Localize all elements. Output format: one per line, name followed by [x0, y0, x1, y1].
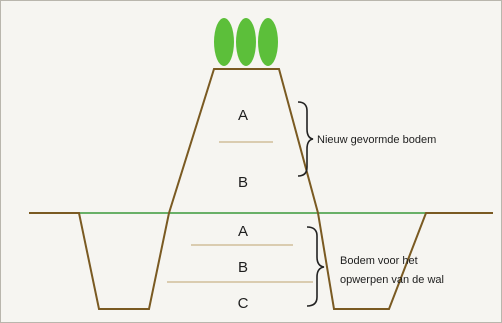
new-soil-layer-a: A: [238, 107, 248, 124]
original-soil-layer-b: B: [238, 259, 248, 276]
plant-leaf-icon: [258, 18, 278, 66]
plant-leaf-icon: [214, 18, 234, 66]
original-soil-annotation-line1: Bodem voor het: [340, 255, 418, 267]
original-soil-layer-c: C: [238, 295, 249, 312]
new-soil-bracket: [297, 101, 314, 177]
original-soil-layer-a: A: [238, 223, 248, 240]
new-soil-layer-b: B: [238, 174, 248, 191]
original-soil-bracket: [306, 226, 325, 307]
plant-leaf-icon: [236, 18, 256, 66]
new-soil-annotation: Nieuw gevormde bodem: [317, 134, 436, 146]
soil-profile-outline: [29, 68, 493, 310]
plants: [214, 18, 278, 66]
original-soil-annotation-line2: opwerpen van de wal: [340, 274, 444, 286]
